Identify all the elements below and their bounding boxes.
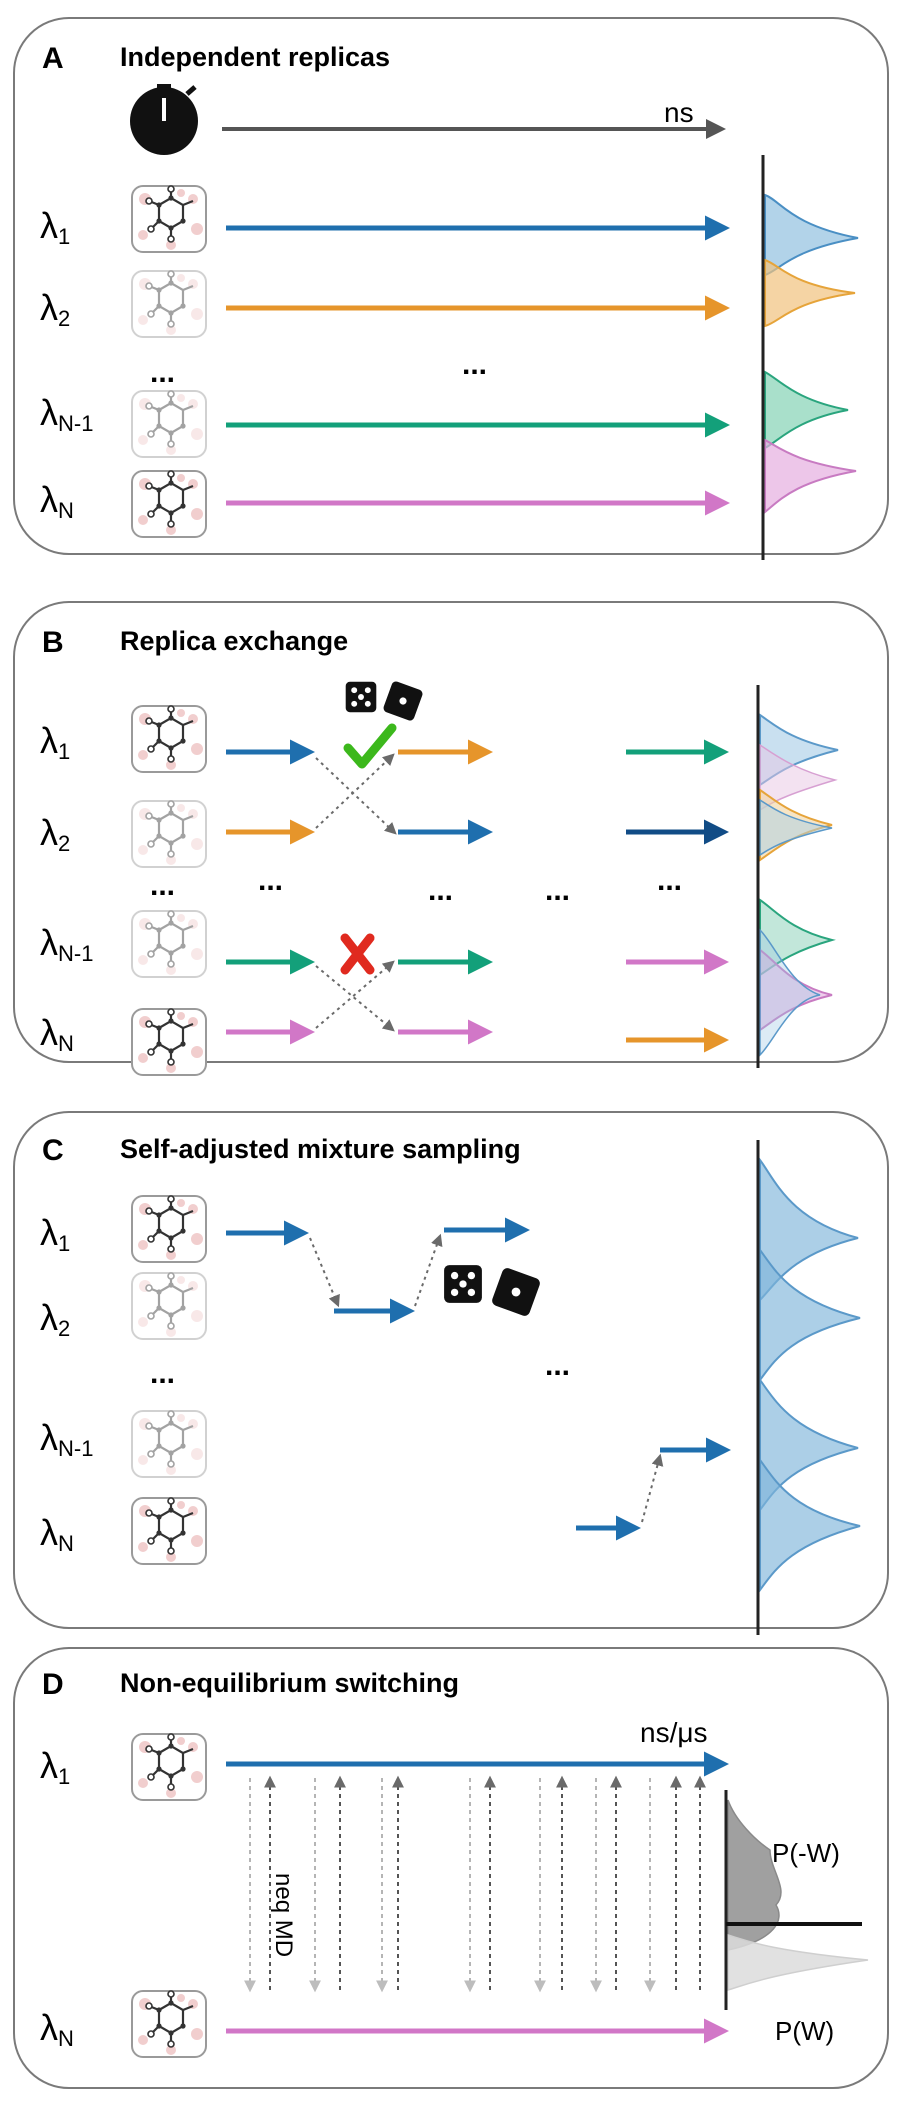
- molecule-icon: [131, 470, 207, 538]
- transition-lines: [309, 1233, 664, 1523]
- exchange-lines: [315, 753, 397, 1032]
- lambda-1-label: λ1: [40, 720, 70, 764]
- molecule-icon: [131, 910, 207, 978]
- panel-c: C Self-adjusted mixture sampling λ1 λ2 λ…: [13, 1111, 889, 1635]
- dice-icon: [444, 1265, 482, 1303]
- work-distributions: [724, 1790, 869, 2010]
- lambda-n-label: λN: [40, 1512, 74, 1556]
- panel-a-letter: A: [42, 42, 64, 75]
- ellipsis: ...: [545, 1349, 570, 1382]
- molecule-icon: [131, 185, 207, 253]
- molecule-icon: [131, 270, 207, 338]
- panel-c-title: Self-adjusted mixture sampling: [120, 1134, 521, 1164]
- panel-b-border: [13, 601, 889, 1063]
- panel-b: B Replica exchange λ1 λ2 λN-1 λN ... ...…: [13, 601, 889, 1076]
- panel-d-letter: D: [42, 1668, 64, 1701]
- lambda-1-label: λ1: [40, 205, 70, 249]
- ellipsis: ...: [150, 869, 175, 902]
- time-label: ns: [664, 97, 694, 128]
- molecule-icon: [131, 1410, 207, 1478]
- neq-md-label: neq MD: [270, 1873, 297, 1957]
- dice-icon: [382, 680, 424, 722]
- time-label: ns/μs: [640, 1717, 707, 1748]
- lambda-n-1-label: λN-1: [40, 1417, 93, 1461]
- lambda-n-label: λN: [40, 2007, 74, 2051]
- lambda-2-label: λ2: [40, 287, 70, 331]
- lambda-1-label: λ1: [40, 1212, 70, 1256]
- ellipsis: ...: [545, 874, 570, 907]
- distribution-stack-c: [756, 1140, 861, 1635]
- molecule-icon: [131, 1195, 207, 1263]
- dice-icon: [490, 1266, 542, 1318]
- panel-d-border: [13, 1647, 889, 2089]
- lambda-n-1-label: λN-1: [40, 392, 93, 436]
- lambda-n-1-label: λN-1: [40, 922, 93, 966]
- ellipsis: ...: [258, 864, 283, 897]
- molecule-icon: [131, 1497, 207, 1565]
- ellipsis-left: ...: [150, 356, 175, 389]
- forward-work-label: P(W): [775, 2016, 834, 2046]
- molecule-icon: [131, 1990, 207, 2058]
- cross-icon: [340, 933, 375, 975]
- distribution-stack-a: [761, 155, 859, 560]
- neq-switching-lines: [244, 1775, 706, 1993]
- molecule-icon: [131, 705, 207, 773]
- panel-b-title: Replica exchange: [120, 626, 348, 656]
- molecule-icon: [131, 1272, 207, 1340]
- lambda-n-label: λN: [40, 479, 74, 523]
- molecule-icon: [131, 1008, 207, 1076]
- molecule-icon: [131, 390, 207, 458]
- panel-c-border: [13, 1111, 889, 1629]
- reverse-work-label: P(-W): [772, 1838, 840, 1868]
- lambda-1-label: λ1: [40, 1745, 70, 1789]
- panel-a-border: [13, 17, 889, 555]
- panel-d-title: Non-equilibrium switching: [120, 1668, 459, 1698]
- panel-b-letter: B: [42, 626, 64, 659]
- molecule-icon: [131, 1733, 207, 1801]
- ellipsis: ...: [657, 864, 682, 897]
- panel-c-letter: C: [42, 1134, 64, 1167]
- distribution-stack-b: [756, 685, 839, 1068]
- checkmark-icon: [343, 723, 397, 769]
- dice-icon: [345, 681, 377, 713]
- ellipsis: ...: [428, 874, 453, 907]
- ellipsis: ...: [150, 1357, 175, 1390]
- molecule-icon: [131, 800, 207, 868]
- panel-a: A Independent replicas ns λ1 λ2 λN-1 λN …: [13, 17, 889, 560]
- lambda-n-label: λN: [40, 1012, 74, 1056]
- panel-a-title: Independent replicas: [120, 42, 390, 72]
- lambda-2-label: λ2: [40, 1297, 70, 1341]
- lambda-2-label: λ2: [40, 812, 70, 856]
- panel-d: D Non-equilibrium switching ns/μs λ1 λN …: [13, 1647, 889, 2089]
- ellipsis-center: ...: [462, 348, 487, 381]
- stopwatch-icon: [130, 84, 198, 155]
